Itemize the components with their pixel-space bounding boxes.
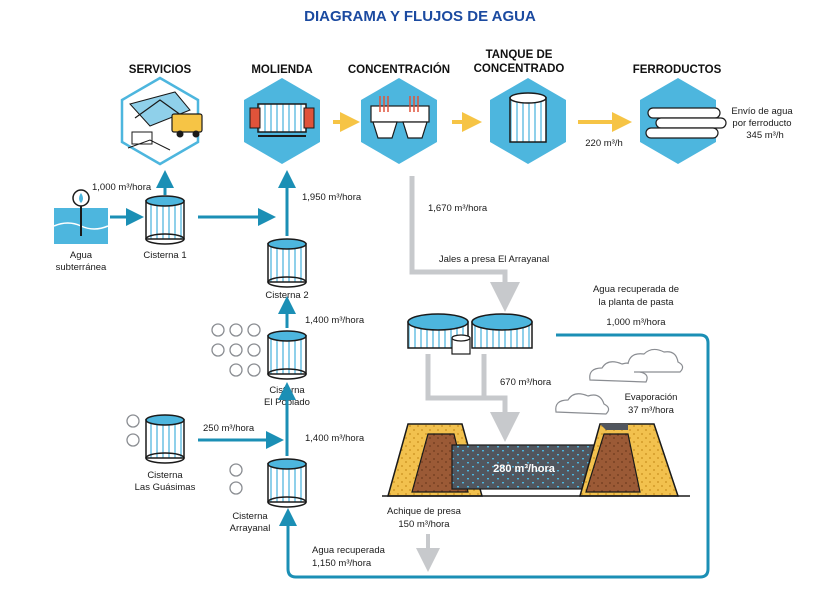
stage-label-molienda: MOLIENDA [251, 64, 312, 76]
flow-label-molienda: 1,950 m³/hora [302, 192, 362, 203]
presa-value-label: 280 m³/hora [493, 463, 556, 475]
achique-label: Achique de presa [387, 506, 462, 517]
cisterna-arrayanal-label-2: Arrayanal [230, 523, 271, 534]
tailings-dam [382, 423, 690, 497]
flotation-cells-icon [379, 96, 419, 112]
flow-label-arrayanal-poblado: 1,400 m³/hora [305, 433, 365, 444]
thickeners-icon [407, 313, 533, 355]
pipes-icon [645, 107, 727, 139]
flow-label-sub-servicios: 1,000 m³/hora [92, 182, 152, 193]
flow-label-achique: 150 m³/hora [398, 519, 450, 530]
agua-subterranea-label-1: Agua [70, 250, 93, 261]
envio-label-1: Envío de agua [731, 106, 793, 117]
groundwater-well-icon [53, 189, 109, 244]
cisterna-arrayanal-tank-icon [267, 458, 307, 508]
flow-label-recuperada: 1,150 m³/hora [312, 558, 372, 569]
cisterna2-label: Cisterna 2 [265, 290, 308, 301]
evaporacion-label: Evaporación [625, 392, 678, 403]
evaporation-clouds-icon [555, 348, 684, 415]
flow-label-espesador-presa: 670 m³/hora [500, 377, 552, 388]
ferroductos-hexagon [640, 78, 727, 164]
cisterna-guasimas-label-1: Cisterna [147, 470, 183, 481]
tanque-hexagon [490, 78, 566, 164]
cisterna-arrayanal-label-1: Cisterna [232, 511, 268, 522]
stage-label-servicios: SERVICIOS [129, 64, 192, 76]
flow-label-concentracion-jales: 1,670 m³/hora [428, 203, 488, 214]
stage-label-tanque-2: CONCENTRADO [474, 63, 565, 75]
servicios-hexagon [120, 76, 203, 166]
cisterna-guasimas-label-2: Las Guásimas [135, 482, 196, 493]
pipe-recuperada-loop [279, 333, 710, 579]
cisterna-guasimas-tank-icon [145, 414, 185, 464]
cisterna2-tank-icon [267, 238, 307, 288]
flow-label-guasimas: 250 m³/hora [203, 423, 255, 434]
concentrate-tank-icon [509, 97, 547, 143]
recuperada-pasta-label-2: la planta de pasta [598, 297, 674, 308]
jales-label: Jales a presa El Arrayanal [439, 254, 549, 265]
concentracion-hexagon [361, 78, 437, 164]
agua-subterranea-label-2: subterránea [56, 262, 107, 273]
stage-label-ferroductos: FERRODUCTOS [633, 64, 722, 76]
agua-recuperada-label: Agua recuperada [312, 545, 386, 556]
flow-label-evaporacion: 37 m³/hora [628, 405, 675, 416]
cisterna1-tank-icon [145, 195, 185, 245]
ball-mill-icon [257, 103, 307, 133]
flow-label-poblado-c2: 1,400 m³/hora [305, 315, 365, 326]
recuperada-pasta-label-1: Agua recuperada de [593, 284, 679, 295]
pipe-concentracion-jales [409, 176, 520, 312]
truck-icon [171, 113, 203, 133]
pumps-poblado-icon [211, 323, 261, 377]
pumps-arrayanal-icon [229, 463, 243, 495]
envio-label-2: por ferroducto [732, 118, 791, 129]
pipe-espesador-presa [425, 354, 520, 442]
stage-label-tanque-1: TANQUE DE [486, 49, 553, 61]
stage-label-concentracion: CONCENTRACIÓN [348, 63, 450, 76]
cisterna1-label: Cisterna 1 [143, 250, 186, 261]
cisterna-poblado-tank-icon [267, 330, 307, 380]
molienda-hexagon [244, 78, 320, 164]
pumps-guasimas-icon [126, 414, 140, 447]
flow-label-to-ferroducto: 220 m³/h [585, 138, 623, 149]
flow-label-envio-ferroducto: 345 m³/h [746, 130, 784, 141]
diagram-title: DIAGRAMA Y FLUJOS DE AGUA [304, 8, 536, 25]
flow-label-pasta: 1,000 m³/hora [606, 317, 666, 328]
